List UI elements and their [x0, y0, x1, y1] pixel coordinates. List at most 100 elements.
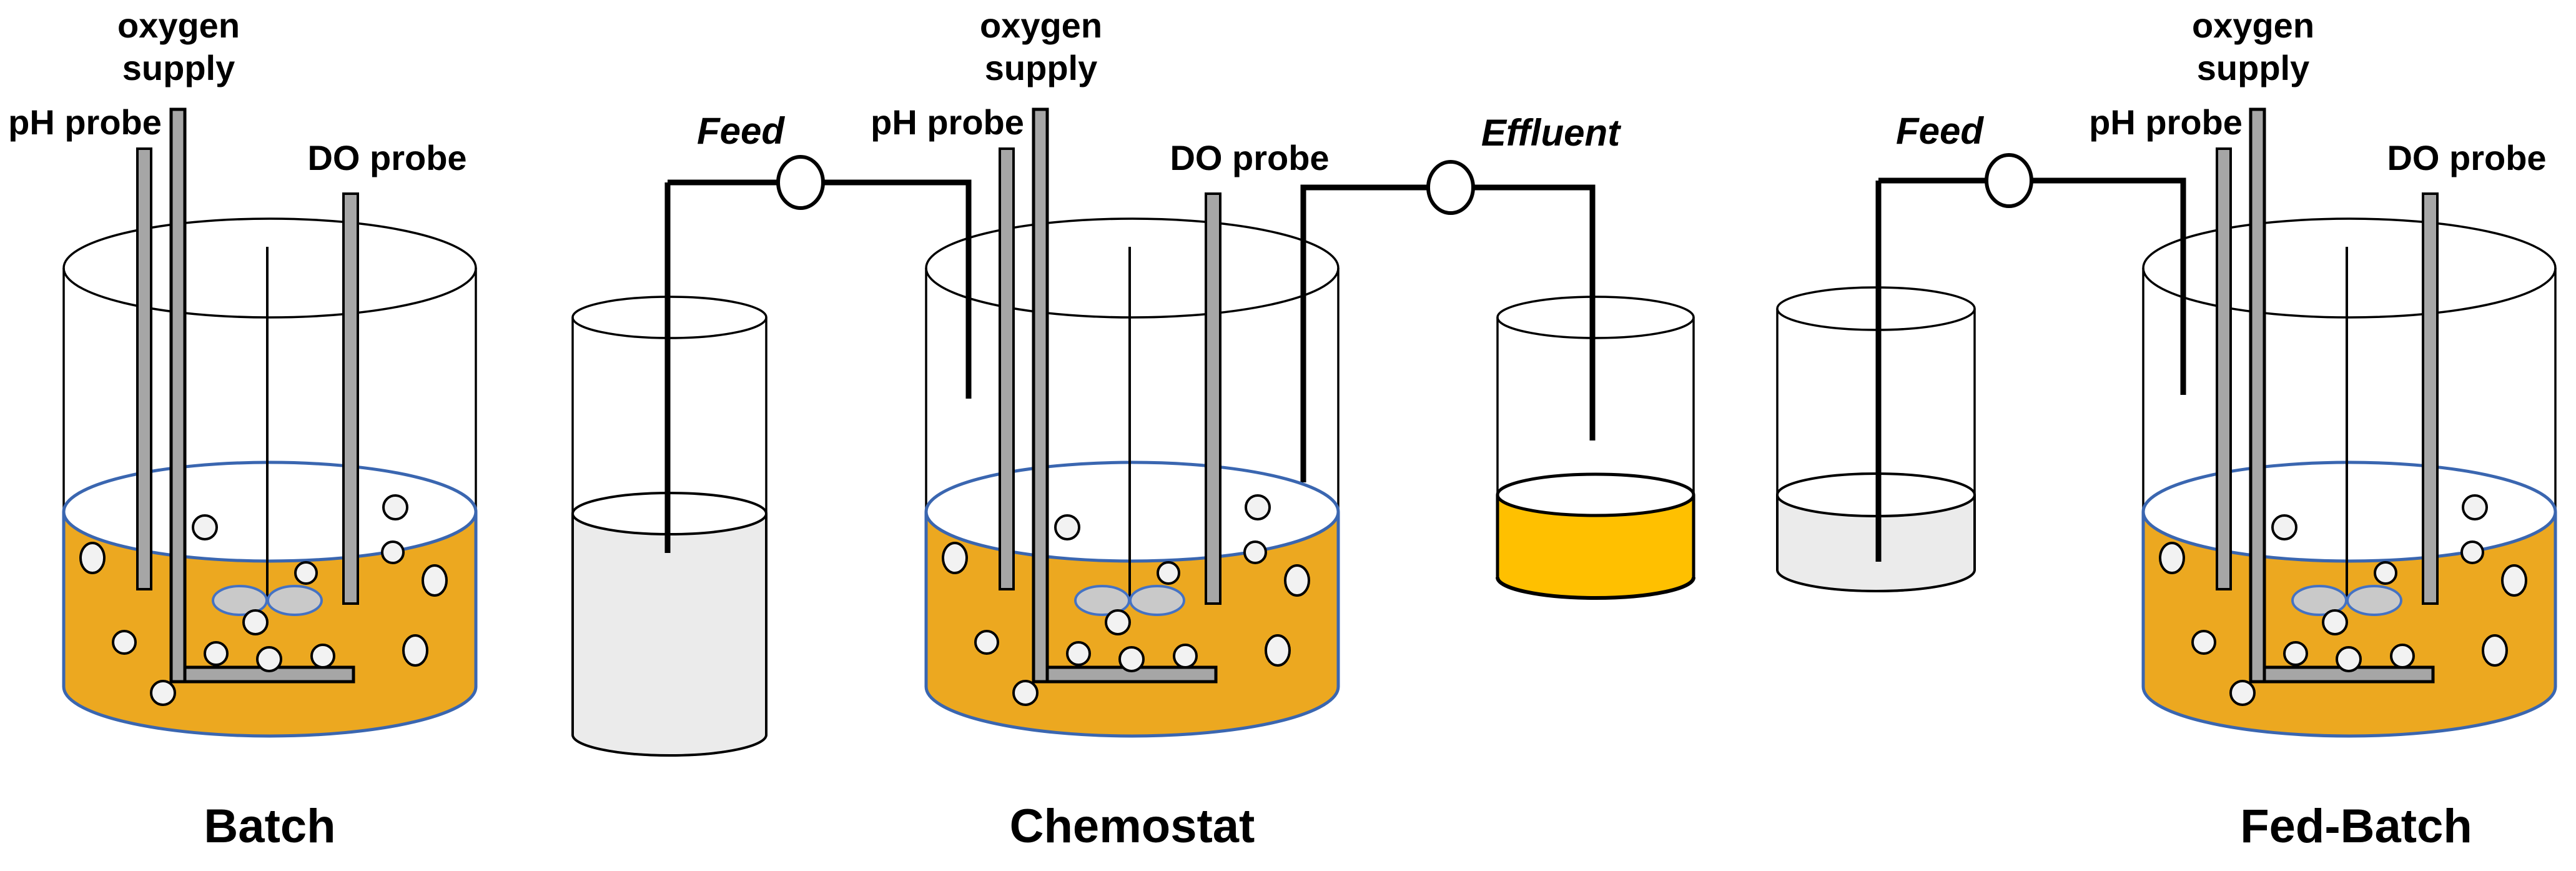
bubble	[1012, 680, 1039, 706]
stirred-tank	[924, 107, 1340, 738]
bubble	[402, 634, 428, 667]
bubble	[112, 630, 137, 655]
bubble	[1066, 641, 1091, 666]
bubble	[2374, 561, 2397, 585]
bubble	[1157, 561, 1180, 585]
bubble	[1105, 609, 1131, 635]
reactor-name-fed-batch: Fed-Batch	[2240, 800, 2472, 853]
bubble	[1054, 514, 1080, 540]
oxygen-supply-label-line1: oxygen	[980, 6, 1102, 45]
oxygen-supply-label-line2: supply	[985, 48, 1097, 87]
feed-pump	[776, 155, 825, 210]
do-probe-label: DO probe	[2387, 138, 2546, 177]
stirred-tank	[2141, 107, 2557, 738]
do-probe-rod	[342, 192, 359, 605]
feed-pipe	[668, 179, 972, 399]
feed-label: Feed	[1896, 110, 1984, 152]
broth-surface-line	[2141, 460, 2557, 512]
culture-broth	[924, 511, 1340, 738]
oxygen-supply-tube	[169, 107, 187, 684]
feed-pump	[1985, 153, 2033, 208]
effluent-beaker-bottom	[1496, 577, 1695, 600]
reactor-fed-batch: oxygen supply pH probe DO probe Feed Fed…	[1776, 6, 2557, 853]
bubble	[381, 540, 405, 564]
bubble	[1265, 634, 1291, 667]
bubble	[192, 514, 218, 540]
bubble	[2159, 542, 2185, 574]
bubble	[942, 542, 968, 574]
feed-beaker-bottom	[1776, 569, 1976, 592]
oxygen-supply-label-line1: oxygen	[117, 6, 240, 45]
bubble	[382, 494, 408, 520]
reactor-name-chemostat: Chemostat	[1010, 800, 1255, 853]
oxygen-supply-label-line2: supply	[122, 48, 235, 87]
effluent-label: Effluent	[1481, 112, 1622, 154]
fed-batch-labels: oxygen supply pH probe DO probe Feed Fed…	[1896, 6, 2547, 853]
bubble	[974, 630, 999, 655]
reactor-name-batch: Batch	[204, 800, 335, 853]
broth-surface-line	[924, 460, 1340, 512]
ph-probe-label: pH probe	[2089, 102, 2243, 142]
ph-probe-label: pH probe	[871, 102, 1024, 142]
culture-broth	[62, 511, 478, 738]
ph-probe-rod	[136, 147, 152, 590]
chemostat-labels: oxygen supply pH probe DO probe Feed Eff…	[697, 6, 1622, 853]
bubble	[2390, 644, 2415, 669]
impeller-blade-right	[2346, 585, 2402, 616]
oxygen-supply-label-line1: oxygen	[2192, 6, 2314, 45]
oxygen-supply-tube	[2249, 107, 2266, 684]
bubble	[1173, 644, 1198, 669]
impeller-blade-right	[1129, 585, 1185, 616]
reactor-chemostat: oxygen supply pH probe DO probe Feed Eff…	[571, 6, 1695, 853]
tank-rim	[62, 217, 477, 319]
culture-broth	[2141, 511, 2557, 738]
feed-beaker-bottom	[571, 734, 767, 757]
impeller-blade-right	[267, 585, 323, 616]
effluent-liquid-surface	[1496, 472, 1695, 495]
bubble	[2460, 540, 2484, 564]
ph-probe-label: pH probe	[8, 102, 162, 142]
ph-probe-rod	[2216, 147, 2232, 590]
stirred-tank	[62, 107, 478, 738]
do-probe-label: DO probe	[1170, 138, 1329, 177]
effluent-beaker-rim	[1496, 296, 1695, 339]
bubble	[2482, 634, 2508, 667]
broth-surface-line	[62, 460, 478, 512]
bubble	[2322, 609, 2348, 635]
effluent-liquid	[1496, 494, 1695, 600]
batch-labels: oxygen supply pH probe DO probe Batch	[8, 6, 466, 853]
bubble	[150, 680, 176, 706]
bubble	[1243, 540, 1267, 564]
do-probe-label: DO probe	[307, 138, 466, 177]
effluent-beaker	[1496, 296, 1695, 600]
bubble	[2462, 494, 2488, 520]
tank-rim	[2142, 217, 2557, 319]
bubble	[1118, 646, 1145, 672]
effluent-pump	[1426, 160, 1475, 215]
reactor-batch: oxygen supply pH probe DO probe Batch	[8, 6, 478, 853]
feed-pipe	[1878, 177, 2186, 395]
feed-label: Feed	[697, 110, 785, 152]
oxygen-supply-tube	[1032, 107, 1049, 684]
bubble	[294, 561, 318, 585]
oxygen-supply-label-line2: supply	[2197, 48, 2309, 87]
tank-slot-chemostat	[924, 107, 1340, 738]
bubble	[310, 644, 335, 669]
bubble	[242, 609, 269, 635]
bubble	[256, 646, 282, 672]
bubble	[1245, 494, 1271, 520]
bubble	[79, 542, 106, 574]
bubble	[1284, 564, 1310, 597]
bubble	[204, 641, 229, 666]
do-probe-rod	[2422, 192, 2439, 605]
bubble	[2501, 564, 2527, 597]
bubble	[2336, 646, 2362, 672]
bubble	[2283, 641, 2308, 666]
bubble	[2191, 630, 2216, 655]
do-probe-rod	[1205, 192, 1221, 605]
ph-probe-rod	[999, 147, 1015, 590]
tank-rim	[925, 217, 1340, 319]
bubble	[2229, 680, 2256, 706]
tank-slot-fed-batch	[2141, 107, 2557, 738]
